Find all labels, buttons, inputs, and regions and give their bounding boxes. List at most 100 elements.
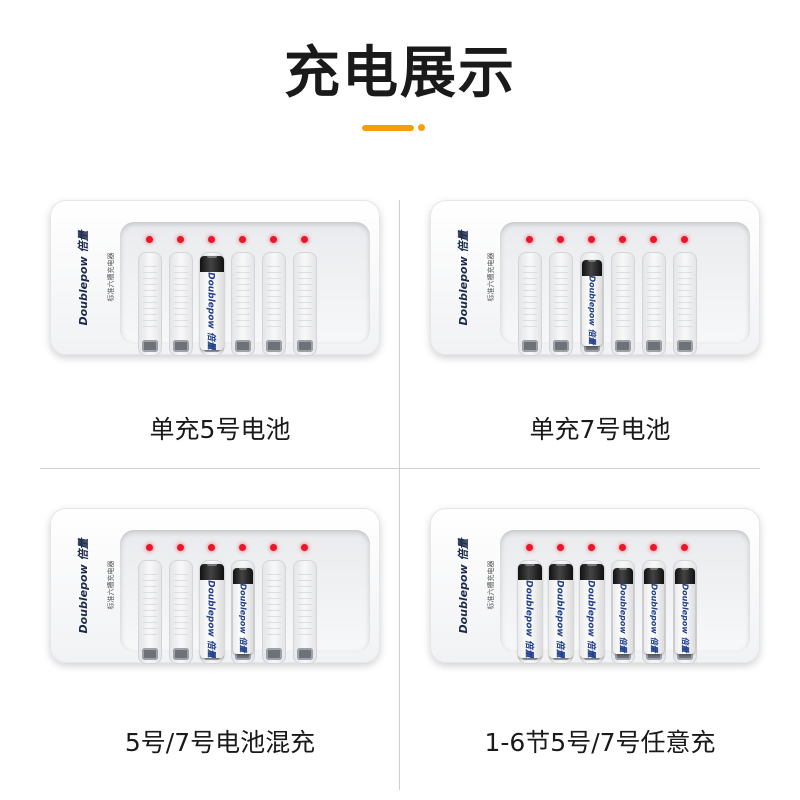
indicator-led	[557, 236, 564, 243]
battery-aaa: Doublepow 倍量	[582, 260, 602, 346]
battery-slot	[169, 560, 193, 664]
charger: Doublepow 倍量标准六槽充电器 Doublepow 倍量	[50, 200, 380, 356]
slot-ribs	[267, 574, 281, 636]
battery-slot	[138, 560, 162, 664]
battery-well: Doublepow 倍量	[500, 222, 750, 356]
battery-label: Doublepow 倍量	[554, 579, 565, 658]
indicator-led	[650, 544, 657, 551]
panel-single-aa: Doublepow 倍量标准六槽充电器 Doublepow 倍量 单充5号电池	[40, 200, 400, 470]
title-underline	[362, 125, 414, 131]
battery-slot	[518, 252, 542, 356]
slot-ribs	[267, 266, 281, 328]
page-title: 充电展示	[284, 41, 516, 106]
slot-contact	[553, 340, 569, 352]
slot-contact	[646, 340, 662, 352]
battery-slot	[611, 252, 635, 356]
battery-cap	[613, 568, 633, 584]
battery-aa: Doublepow 倍量	[200, 256, 224, 350]
battery-slot	[262, 252, 286, 356]
panel-caption: 单充5号电池	[149, 415, 291, 444]
battery-terminal	[588, 260, 596, 262]
brand-subtitle: 标准六槽充电器	[107, 252, 115, 302]
slot-contact	[142, 340, 158, 352]
battery-cap	[200, 564, 224, 580]
battery-terminal	[525, 564, 535, 566]
battery-terminal	[681, 568, 689, 570]
battery-slot	[293, 560, 317, 664]
indicator-led	[208, 544, 215, 551]
indicator-led	[270, 236, 277, 243]
battery-label: Doublepow 倍量	[649, 583, 659, 653]
panel-caption: 1-6节5号/7号任意充	[484, 728, 716, 757]
slot-contact	[522, 340, 538, 352]
battery-aa: Doublepow 倍量	[518, 564, 542, 658]
battery-cap	[200, 256, 224, 272]
slot-ribs	[616, 266, 630, 328]
battery-aaa: Doublepow 倍量	[644, 568, 664, 654]
battery-terminal	[619, 568, 627, 570]
battery-cap	[518, 564, 542, 580]
slot-contact	[173, 340, 189, 352]
indicator-led	[619, 544, 626, 551]
battery-slot	[262, 560, 286, 664]
battery-cap	[675, 568, 695, 584]
charger: Doublepow 倍量标准六槽充电器 Doublepow 倍量	[430, 200, 760, 356]
slot-contact	[266, 648, 282, 660]
slot-ribs	[236, 266, 250, 328]
battery-well: Doublepow 倍量 Doublepow 倍量	[120, 530, 370, 664]
battery-terminal	[207, 564, 217, 566]
battery-slot	[549, 252, 573, 356]
indicator-led	[557, 544, 564, 551]
slot-ribs	[678, 266, 692, 328]
indicator-led	[681, 236, 688, 243]
battery-slot	[673, 252, 697, 356]
battery-label: Doublepow 倍量	[205, 579, 216, 658]
battery-slot	[231, 252, 255, 356]
brand-subtitle: 标准六槽充电器	[107, 560, 115, 610]
battery-cap	[549, 564, 573, 580]
indicator-led	[208, 236, 215, 243]
brand-name: Doublepow 倍量	[77, 538, 90, 634]
battery-terminal	[556, 564, 566, 566]
slot-contact	[142, 648, 158, 660]
vertical-divider	[399, 200, 400, 790]
indicator-led	[526, 236, 533, 243]
slot-ribs	[174, 574, 188, 636]
indicator-led	[177, 544, 184, 551]
slot-ribs	[647, 266, 661, 328]
battery-aaa: Doublepow 倍量	[675, 568, 695, 654]
indicator-led	[239, 544, 246, 551]
battery-aa: Doublepow 倍量	[549, 564, 573, 658]
slot-contact	[235, 340, 251, 352]
slot-contact	[615, 340, 631, 352]
brand-logo: Doublepow 倍量标准六槽充电器	[56, 218, 115, 338]
slot-ribs	[143, 266, 157, 328]
brand-logo: Doublepow 倍量标准六槽充电器	[436, 218, 495, 338]
battery-terminal	[207, 256, 217, 258]
indicator-led	[681, 544, 688, 551]
indicator-led	[146, 236, 153, 243]
slot-ribs	[298, 266, 312, 328]
battery-cap	[580, 564, 604, 580]
horizontal-divider	[40, 468, 760, 469]
battery-label: Doublepow 倍量	[523, 579, 534, 658]
battery-label: Doublepow 倍量	[680, 583, 690, 653]
battery-label: Doublepow 倍量	[238, 583, 248, 653]
indicator-led	[650, 236, 657, 243]
slot-ribs	[143, 574, 157, 636]
indicator-led	[619, 236, 626, 243]
battery-well: Doublepow 倍量 Doublepow 倍量 Doublepow 倍量 Doub…	[500, 530, 750, 664]
battery-slot	[169, 252, 193, 356]
battery-label: Doublepow 倍量	[618, 583, 628, 653]
slot-contact	[173, 648, 189, 660]
slot-ribs	[554, 266, 568, 328]
battery-aaa: Doublepow 倍量	[613, 568, 633, 654]
battery-label: Doublepow 倍量	[585, 579, 596, 658]
indicator-led	[239, 236, 246, 243]
battery-cap	[233, 568, 253, 584]
brand-name: Doublepow 倍量	[457, 538, 470, 634]
